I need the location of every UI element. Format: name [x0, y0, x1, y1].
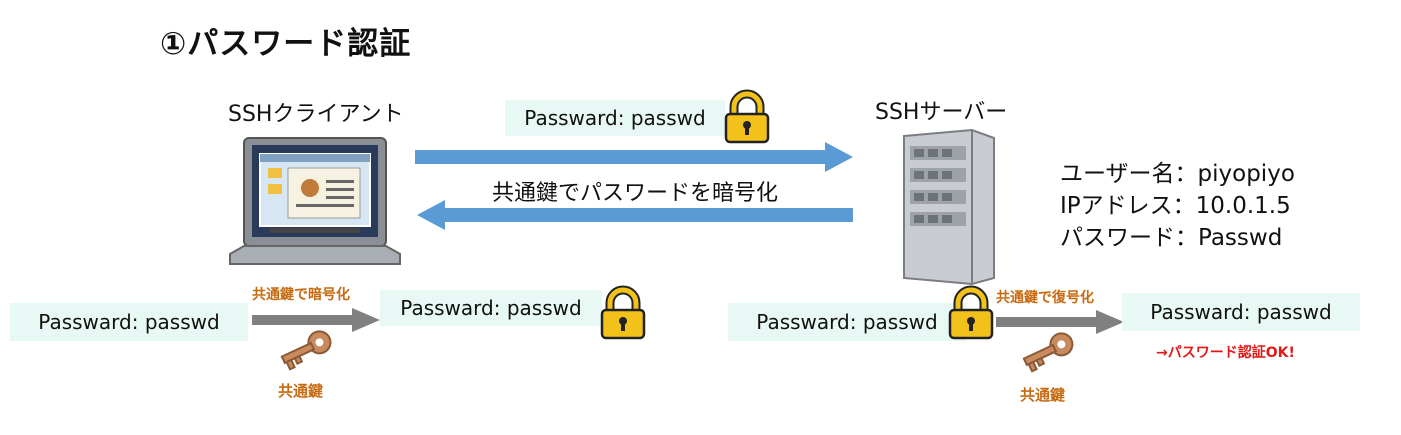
- server-username: ユーザー名：piyopiyo: [1060, 161, 1295, 187]
- server-label: SSHサーバー: [875, 100, 1008, 125]
- lock-icon: [600, 285, 646, 340]
- top-message-box: Passward: passwd: [505, 100, 725, 136]
- encrypt-caption: 共通鍵でパスワードを暗号化: [492, 181, 779, 206]
- arrow-right-blue: [415, 142, 853, 172]
- server-ip: IPアドレス：10.0.1.5: [1060, 193, 1291, 219]
- left-plain-box: Passward: passwd: [10, 303, 248, 341]
- lock-icon: [948, 285, 994, 340]
- server-password: パスワード：Passwd: [1060, 225, 1283, 251]
- right-encrypted-box: Passward: passwd: [728, 303, 966, 341]
- arrow-right-gray-right: [996, 310, 1124, 334]
- arrow-left-blue: [417, 200, 853, 230]
- left-key-label: 共通鍵: [278, 382, 324, 400]
- key-icon: [1022, 332, 1074, 373]
- server-info: ユーザー名：piyopiyo IPアドレス：10.0.1.5 パスワード：Pas…: [1060, 158, 1295, 254]
- auth-result: →パスワード認証OK!: [1156, 345, 1295, 361]
- client-label: SSHクライアント: [228, 102, 404, 127]
- right-decrypted-box: Passward: passwd: [1122, 293, 1360, 331]
- right-key-label: 共通鍵: [1020, 386, 1066, 404]
- arrow-right-gray-left: [252, 308, 380, 332]
- server-icon: [903, 128, 995, 286]
- lock-icon: [724, 89, 770, 144]
- page-title: ①パスワード認証: [160, 26, 412, 62]
- laptop-icon: [229, 137, 401, 265]
- key-icon: [280, 330, 332, 371]
- left-action-label: 共通鍵で暗号化: [252, 287, 350, 303]
- left-encrypted-box: Passward: passwd: [380, 290, 602, 326]
- right-action-label: 共通鍵で復号化: [996, 290, 1094, 306]
